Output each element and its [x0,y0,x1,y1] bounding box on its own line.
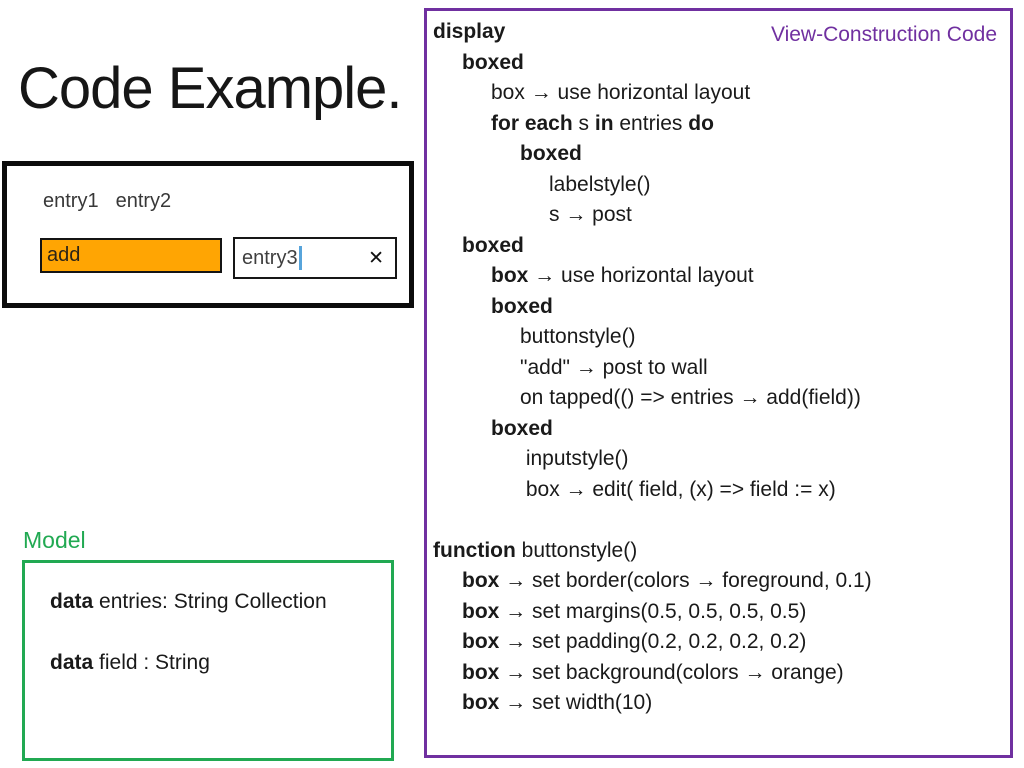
model-line: data field : String [50,651,210,674]
code-line: boxed [462,50,524,74]
entry-label: entry1 [43,190,99,212]
entry-text-input[interactable]: entry3 ✕ [233,237,397,279]
add-button[interactable]: add [40,238,222,273]
code-line: boxed [520,142,582,165]
code-line: box → set border(colors → foreground, 0.… [462,569,872,592]
code-line: boxed [462,233,524,257]
code-line: box → set padding(0.2, 0.2, 0.2, 0.2) [462,630,807,653]
code-panel-header: View-Construction Code [770,23,997,46]
code-line: buttonstyle() [520,325,636,348]
entry-label: entry2 [115,190,172,212]
code-line: for each s in entries do [491,111,714,135]
add-button-label: add [47,244,81,266]
model-heading: Model [23,527,86,553]
code-line: box → edit( field, (x) => field := x) [520,477,836,501]
code-line: box → use horizontal layout [491,81,751,104]
code-line [433,505,1000,536]
code-line: "add" → post to wall [520,355,708,379]
model-line: data entries: String Collection [50,590,327,613]
entry-labels: entry1 entry2 [43,190,188,213]
code-line: box → set width(10) [462,691,653,714]
clear-icon[interactable]: ✕ [368,247,384,269]
ui-mockup-panel: entry1 entry2 add entry3 ✕ [2,161,414,308]
code-line: function buttonstyle() [433,538,638,562]
code-line: boxed [491,416,553,440]
entry-input-value: entry3 [242,246,298,269]
code-line: on tapped(() => entries → add(field)) [520,386,861,409]
code-line: s → post [549,203,632,226]
code-lines: display boxed box → use horizontal layout f… [433,17,1000,719]
code-line: box → use horizontal layout [491,264,754,287]
code-line: inputstyle() [520,447,629,470]
code-line: boxed [491,294,553,318]
code-line: box → set margins(0.5, 0.5, 0.5, 0.5) [462,599,807,623]
code-line: box → set background(colors → orange) [462,660,844,684]
code-line: display [433,20,506,43]
model-box: data entries: String Collection data fiel… [22,560,394,761]
code-panel: View-Construction Code display boxed box →… [424,8,1013,758]
text-cursor [298,246,302,270]
page-title: Code Example. [18,56,403,121]
model-lines: data entries: String Collection data fiel… [50,590,391,675]
code-line: labelstyle() [549,172,651,196]
